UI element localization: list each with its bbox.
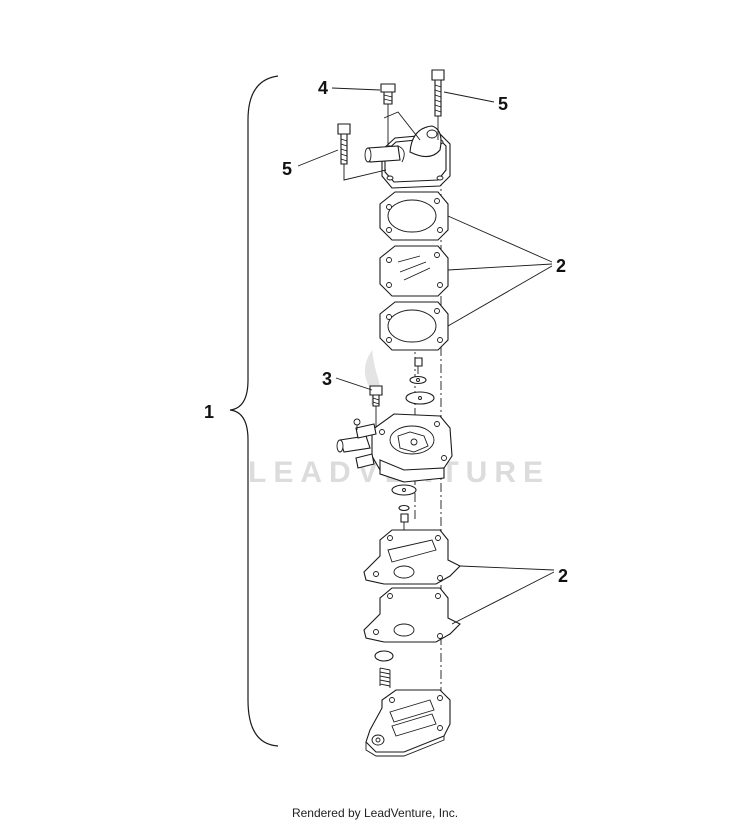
spring-and-check-valve — [374, 650, 394, 688]
screw-5-left — [337, 123, 387, 181]
screw-3 — [369, 385, 383, 430]
callout-4: 4 — [318, 78, 328, 98]
bottom-cover — [365, 689, 451, 757]
assembly-bracket — [229, 75, 279, 747]
metering-parts — [391, 484, 417, 530]
diaphragm-upper — [379, 245, 449, 297]
callout-2-lower: 2 — [558, 566, 568, 586]
callout-5-right: 5 — [498, 94, 508, 114]
carburetor-body — [336, 413, 453, 483]
gasket-lower-1 — [363, 529, 461, 585]
callout-5-left: 5 — [282, 159, 292, 179]
footer-credit: Rendered by LeadVenture, Inc. — [291, 806, 459, 820]
screw-4 — [380, 83, 396, 146]
callout-2-upper: 2 — [556, 256, 566, 276]
callout-3: 3 — [322, 369, 332, 389]
leader-lines — [297, 87, 555, 625]
top-cover — [364, 125, 451, 189]
gasket-lower-2 — [363, 587, 461, 643]
callout-1: 1 — [204, 402, 214, 422]
needle-valve-parts — [405, 357, 435, 405]
gasket-upper-2 — [379, 301, 449, 351]
gasket-upper-1 — [379, 191, 449, 241]
screw-guide-line — [383, 111, 421, 141]
screw-5-right — [431, 69, 445, 140]
